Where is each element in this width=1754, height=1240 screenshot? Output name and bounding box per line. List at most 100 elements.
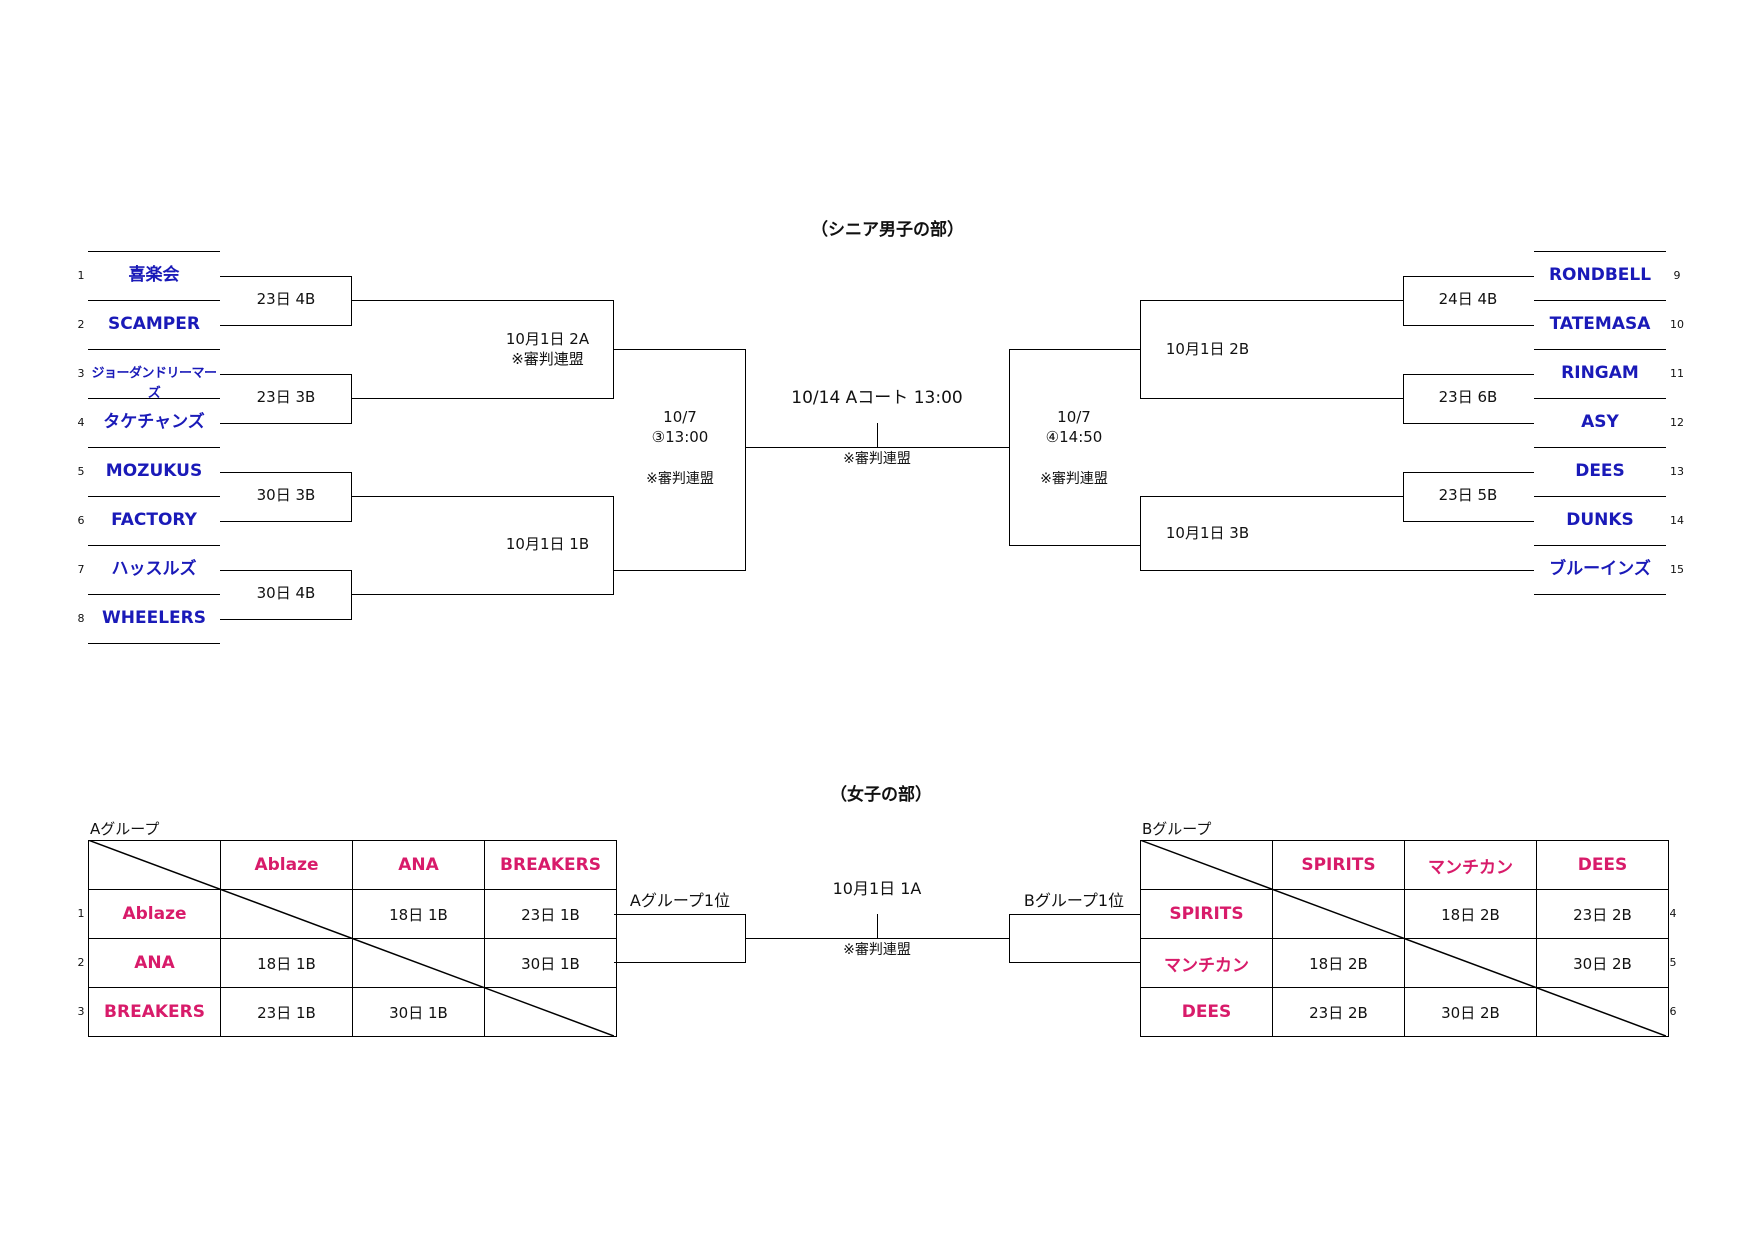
match-cell: 18日 1B <box>352 889 485 939</box>
women-section-title: （女子の部） <box>830 785 932 805</box>
seed-number: 14 <box>1670 514 1684 527</box>
team-name: ハッスルズ <box>111 559 197 579</box>
seed-number: 13 <box>1670 465 1684 478</box>
match-label: 23日 5B <box>1438 486 1498 504</box>
match-cell: 18日 1B <box>220 938 353 988</box>
bracket-line <box>1403 521 1534 522</box>
column-header: マンチカン <box>1404 840 1537 890</box>
semi-date: 10/7 <box>663 408 697 426</box>
team-name: タケチャンズ <box>103 412 205 432</box>
bracket-line <box>1403 374 1534 375</box>
bracket-line <box>1534 594 1666 595</box>
column-header: BREAKERS <box>484 840 617 890</box>
bracket-line <box>1140 570 1534 571</box>
group-winner-label: Bグループ1位 <box>1023 891 1125 910</box>
column-header: ANA <box>352 840 485 890</box>
match-cell: 23日 1B <box>220 987 353 1037</box>
seed-number: 9 <box>1673 269 1681 282</box>
seed-number: 6 <box>77 514 85 527</box>
bracket-line <box>88 545 220 546</box>
bracket-line <box>1534 300 1666 301</box>
bracket-line <box>1140 496 1141 570</box>
bracket-line <box>351 570 352 620</box>
seed-number: 3 <box>77 1005 85 1018</box>
group-a-diagonal <box>88 840 614 1037</box>
bracket-line <box>1009 349 1010 546</box>
seed-number: 5 <box>1669 956 1677 969</box>
seed-number: 12 <box>1670 416 1684 429</box>
bracket-line <box>88 496 220 497</box>
bracket-line <box>613 570 745 571</box>
seed-number: 4 <box>77 416 85 429</box>
team-name: ASY <box>1581 412 1619 432</box>
seed-number: 1 <box>77 269 85 282</box>
bracket-line <box>745 349 746 571</box>
referee-note: ※審判連盟 <box>843 451 911 467</box>
referee-note: ※審判連盟 <box>843 942 911 958</box>
seed-number: 15 <box>1670 563 1684 576</box>
semi-time: ④14:50 <box>1045 428 1103 446</box>
team-name: TATEMASA <box>1549 314 1651 334</box>
bracket-line <box>220 570 351 571</box>
bracket-line <box>351 594 613 595</box>
seed-number: 7 <box>77 563 85 576</box>
seed-number: 1 <box>77 907 85 920</box>
referee-note: ※審判連盟 <box>1040 471 1108 487</box>
bracket-line <box>88 398 220 399</box>
bracket-line <box>1140 496 1403 497</box>
group-winner-label: Aグループ1位 <box>629 891 731 910</box>
bracket-line <box>351 398 613 399</box>
match-cell: 30日 1B <box>484 938 617 988</box>
team-name: DUNKS <box>1566 510 1634 530</box>
bracket-line <box>351 472 352 522</box>
match-cell: 23日 1B <box>484 889 617 939</box>
seed-number: 10 <box>1670 318 1684 331</box>
match-label: 10月1日 3B <box>1165 524 1250 542</box>
bracket-line <box>1009 962 1140 963</box>
bracket-line <box>1403 423 1534 424</box>
row-header: SPIRITS <box>1140 889 1273 939</box>
bracket-line <box>1140 300 1141 399</box>
column-header: DEES <box>1536 840 1669 890</box>
bracket-line <box>1534 349 1666 350</box>
row-header: Ablaze <box>88 889 221 939</box>
bracket-line <box>351 374 352 424</box>
column-header: Ablaze <box>220 840 353 890</box>
bracket-line <box>1140 398 1403 399</box>
bracket-line <box>1534 545 1666 546</box>
match-cell: 30日 2B <box>1404 987 1537 1037</box>
bracket-line <box>351 496 613 497</box>
seed-number: 3 <box>77 367 85 380</box>
match-label: 10月1日 1B <box>505 535 590 553</box>
team-name: WHEELERS <box>102 608 206 628</box>
bracket-line <box>1140 300 1403 301</box>
semi-time: ③13:00 <box>651 428 709 446</box>
match-cell: 23日 2B <box>1272 987 1405 1037</box>
bracket-line <box>1403 276 1404 326</box>
seed-number: 5 <box>77 465 85 478</box>
semi-date: 10/7 <box>1057 408 1091 426</box>
bracket-line <box>1009 914 1140 915</box>
match-label: 30日 4B <box>256 584 316 602</box>
team-name: RONDBELL <box>1548 265 1652 285</box>
bracket-line <box>1009 545 1140 546</box>
group-a-label: Aグループ <box>90 820 160 838</box>
team-name: 喜楽会 <box>128 265 180 285</box>
bracket-line <box>1403 472 1534 473</box>
seed-number: 8 <box>77 612 85 625</box>
bracket-line <box>88 349 220 350</box>
team-name: ジョーダンドリーマーズ <box>91 366 217 401</box>
match-label: 10月1日 2A <box>505 330 590 348</box>
row-header: BREAKERS <box>88 987 221 1037</box>
bracket-line <box>1403 472 1404 522</box>
bracket-line <box>745 447 1009 448</box>
row-header: マンチカン <box>1140 938 1273 988</box>
match-label: 10月1日 2B <box>1165 340 1250 358</box>
seed-number: 2 <box>77 318 85 331</box>
team-name: FACTORY <box>111 510 197 530</box>
bracket-line <box>613 349 745 350</box>
match-label: 30日 3B <box>256 486 316 504</box>
bracket-line <box>1403 325 1534 326</box>
bracket-line <box>88 447 220 448</box>
bracket-line <box>1009 914 1010 963</box>
